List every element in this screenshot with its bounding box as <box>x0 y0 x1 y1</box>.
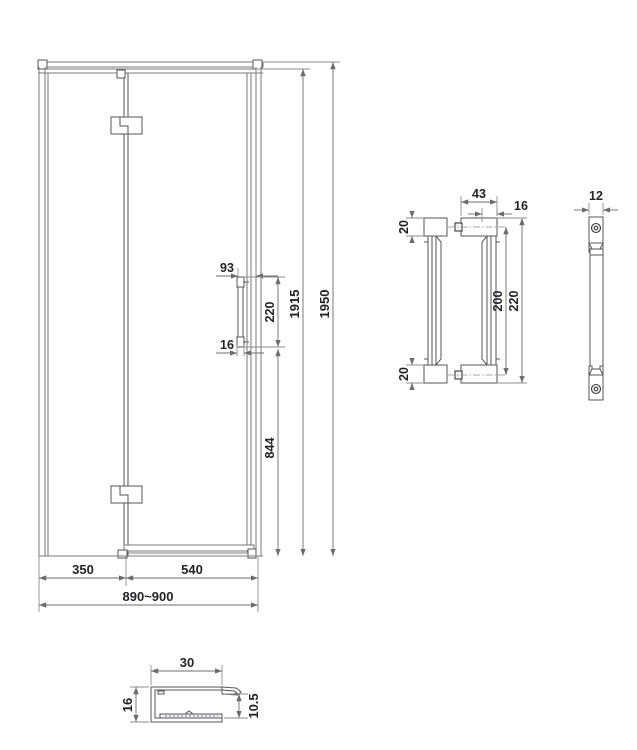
dimension-540: 540 <box>126 562 258 581</box>
dimension-16-handle-label: 16 <box>514 199 528 213</box>
dimension-844-label: 844 <box>263 438 277 459</box>
dimension-30-label: 30 <box>180 655 194 670</box>
dimension-220-main-label: 220 <box>263 302 277 323</box>
dimension-1915-label: 1915 <box>287 290 302 319</box>
dimension-1950-label: 1950 <box>317 290 332 319</box>
dimension-16-main-label: 16 <box>220 338 234 352</box>
handle-fixing-top <box>448 222 505 232</box>
dimension-890-900: 890~900 <box>39 589 258 608</box>
profile-section-view: 30 16 10.5 <box>120 655 261 723</box>
door-handle-elevation <box>236 276 249 348</box>
lower-hinge <box>110 485 143 504</box>
dimension-20-bottom: 20 <box>397 357 424 391</box>
dimension-20-top: 20 <box>397 210 424 244</box>
dimension-200-label: 200 <box>491 291 505 312</box>
dimension-350-label: 350 <box>72 562 94 577</box>
handle-side-view: 12 <box>574 189 618 401</box>
dimension-43-label: 43 <box>472 187 486 201</box>
dimension-220-handle: 220 <box>497 217 527 384</box>
dimension-1915: 1915 <box>256 68 310 556</box>
dimension-20-top-label: 20 <box>397 220 411 234</box>
dimension-200: 200 <box>491 227 509 375</box>
dimension-10-5: 10.5 <box>224 693 261 719</box>
handle-front-view: 43 16 20 20 200 <box>397 187 528 391</box>
dimension-12-label: 12 <box>589 189 603 203</box>
handle-fixing-bottom <box>448 370 505 380</box>
dimension-220-handle-label: 220 <box>507 291 521 312</box>
dimension-10-5-label: 10.5 <box>246 693 261 718</box>
dimension-12: 12 <box>574 189 618 215</box>
dimension-844: 844 <box>263 349 281 556</box>
main-elevation-view: 93 16 220 844 1915 <box>37 59 340 612</box>
upper-hinge <box>110 116 143 135</box>
dimension-220-main: 220 <box>244 276 285 348</box>
dimension-16-handle: 16 <box>468 199 528 222</box>
dimension-16-profile: 16 <box>120 686 149 723</box>
dimension-890-900-label: 890~900 <box>123 589 174 604</box>
dimension-1950: 1950 <box>262 61 340 556</box>
dimension-16-profile-label: 16 <box>120 698 135 712</box>
dimension-93: 93 <box>216 261 278 279</box>
dimension-30: 30 <box>150 655 223 685</box>
dimension-540-label: 540 <box>181 562 203 577</box>
dimension-43: 43 <box>460 187 498 216</box>
dimension-20-bottom-label: 20 <box>397 367 411 381</box>
dimension-93-label: 93 <box>220 261 234 275</box>
dimension-350: 350 <box>39 562 126 581</box>
